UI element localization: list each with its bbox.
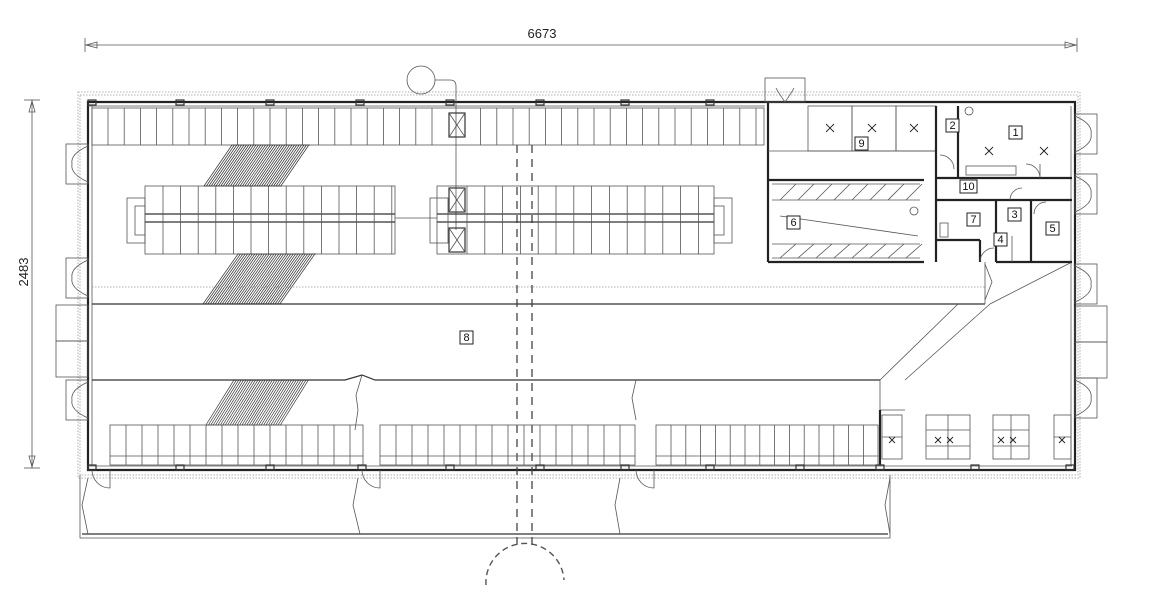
room-label-1: 1 (1008, 125, 1023, 140)
svg-text:3: 3 (1011, 209, 1017, 221)
svg-text:4: 4 (997, 234, 1003, 246)
svg-text:2: 2 (949, 120, 955, 132)
room-label-5: 5 (1045, 221, 1060, 236)
svg-text:1: 1 (1012, 127, 1018, 139)
pen-row-north (87, 99, 765, 146)
room-label-9: 9 (854, 136, 869, 151)
room-label-6: 6 (786, 215, 801, 230)
silo (406, 65, 466, 253)
dimension-width: 6673 (84, 26, 1078, 52)
width-dimension-label: 6673 (528, 26, 557, 41)
svg-text:6: 6 (790, 217, 796, 229)
dimension-height: 2483 (16, 99, 40, 469)
room-labels: 1 2 3 4 5 6 7 8 9 10 (459, 118, 1060, 345)
external-doors (55, 113, 1108, 421)
room-label-3: 3 (1007, 207, 1022, 222)
pen-row-south (87, 424, 1075, 471)
room-label-4: 4 (993, 232, 1008, 247)
svg-text:8: 8 (463, 332, 469, 344)
svg-text:9: 9 (858, 138, 864, 150)
room-label-10: 10 (959, 179, 978, 194)
svg-text:7: 7 (970, 214, 976, 226)
office-block (764, 77, 1072, 264)
aisle-walls (92, 261, 1073, 465)
room-label-8: 8 (459, 330, 474, 345)
axis-lines (485, 145, 565, 586)
height-dimension-label: 2483 (16, 258, 31, 287)
room-label-7: 7 (966, 212, 981, 227)
pen-row-center-left (126, 185, 396, 255)
south-canopy (79, 469, 891, 539)
slatted-floor-hatch (202, 144, 316, 426)
equipment-boxes (881, 414, 1072, 460)
svg-text:5: 5 (1049, 223, 1055, 235)
room-label-2: 2 (945, 118, 960, 133)
pen-row-center-right (395, 185, 733, 255)
svg-text:10: 10 (962, 181, 974, 193)
